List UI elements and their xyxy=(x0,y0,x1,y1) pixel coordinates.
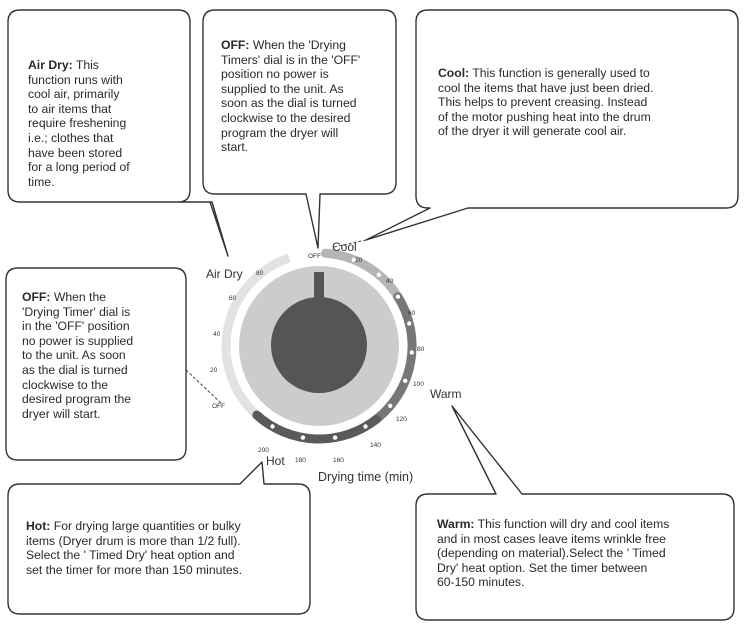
zone-label-cool: Cool xyxy=(332,240,357,254)
callout-off-top-line: clockwise to the desired xyxy=(221,110,351,125)
callout-off-left-line: 'Drying Timer' dial is xyxy=(22,304,131,319)
callout-warm-line: (depending on material).Select the ' Tim… xyxy=(437,546,666,561)
callout-off-left-line: dryer will start. xyxy=(22,406,101,421)
tick-dot xyxy=(388,403,393,408)
heat-tick-200: 200 xyxy=(258,447,269,454)
heat-tick-160: 160 xyxy=(333,457,344,464)
callout-hot-line: set the timer for more than 150 minutes. xyxy=(26,562,243,577)
callout-cool-bubble xyxy=(365,9,739,241)
callout-air-dry-line: function runs with xyxy=(28,72,123,87)
callout-off-top-line: Timers' dial is in the 'OFF' xyxy=(221,52,361,67)
callout-off-left-line: clockwise to the xyxy=(22,377,109,392)
cool-track xyxy=(321,248,403,302)
heat-tick-80: 80 xyxy=(417,346,425,353)
dial-knob[interactable] xyxy=(271,297,367,393)
callout-air-dry-line: require freshening xyxy=(28,116,127,131)
callout-cool: Cool: This function is generally used to… xyxy=(438,66,730,139)
tick-dots xyxy=(270,257,414,440)
callout-hot-line: For drying large quantities or bulky xyxy=(53,519,241,533)
callout-air-dry-line: time. xyxy=(28,174,55,189)
callout-warm-line: This function will dry and cool items xyxy=(477,517,670,531)
callout-air-dry-bubble xyxy=(7,9,229,257)
callout-warm-title: Warm: xyxy=(437,517,475,531)
air-dry-tick-40: 40 xyxy=(213,331,221,338)
callout-warm-line: and in most cases leave items wrinkle fr… xyxy=(437,531,666,546)
callout-warm-line: Dry' heat option. Set the timer between xyxy=(437,560,648,575)
heat-tick-20: 20 xyxy=(355,257,363,264)
callout-warm-line: 60-150 minutes. xyxy=(437,575,525,590)
heat-tick-120: 120 xyxy=(396,416,407,423)
air-dry-tick-20: 20 xyxy=(210,367,218,374)
callout-cool-line: cool the items that have just been dried… xyxy=(438,80,654,95)
callout-off-top-line: position no power is xyxy=(221,67,329,82)
heat-tick-140: 140 xyxy=(370,442,381,449)
callout-off-left-line: in the 'OFF' position xyxy=(22,319,130,334)
callout-air-dry-line: This xyxy=(75,58,99,72)
tick-dot xyxy=(351,257,356,262)
callout-off-top-title: OFF: xyxy=(221,38,250,52)
callout-off-left-line: no power is supplied xyxy=(22,333,134,348)
zone-label-warm: Warm xyxy=(430,387,462,401)
callout-cool-line: This helps to prevent creasing. Instead xyxy=(438,95,648,110)
drying-timer-dial[interactable] xyxy=(193,220,445,472)
callout-air-dry-line: for a long period of xyxy=(28,160,130,175)
callout-hot-line: Select the ' Timed Dry' heat option and xyxy=(26,548,235,563)
zone-label-air-dry: Air Dry xyxy=(206,267,243,281)
callout-air-dry-line: i.e.; clothes that xyxy=(28,130,114,145)
dial-caption: Drying time (min) xyxy=(318,470,413,484)
callout-cool-line: This function is generally used to xyxy=(472,66,650,80)
off-left-pointer xyxy=(185,369,223,405)
off-left-label: OFF xyxy=(212,403,225,410)
heat-tick-100: 100 xyxy=(413,381,424,388)
tick-dot xyxy=(409,350,414,355)
callout-off-top-line: supplied to the unit. As xyxy=(221,81,344,96)
callout-cool-line: of the dryer it will generate cool air. xyxy=(438,124,627,139)
callout-off-left-bubble xyxy=(5,267,187,461)
callout-hot-line: items (Dryer drum is more than 1/2 full)… xyxy=(26,533,241,548)
heat-tick-180: 180 xyxy=(295,457,306,464)
callout-off-left: OFF: When the 'Drying Timer' dial is in … xyxy=(22,290,182,421)
callout-off-top-line: soon as the dial is turned xyxy=(221,96,357,111)
air-dry-tick-80: 80 xyxy=(256,270,264,277)
tick-dot xyxy=(270,424,275,429)
callout-off-left-line: to the unit. As soon xyxy=(22,348,126,363)
tick-dot xyxy=(403,378,408,383)
callout-warm-bubble xyxy=(415,405,735,621)
cool-pointer-extra xyxy=(333,239,367,248)
callout-off-left-title: OFF: xyxy=(22,290,51,304)
callout-air-dry-line: cool air, primarily xyxy=(28,87,120,102)
tick-dot xyxy=(395,294,401,299)
callout-air-dry-title: Air Dry: xyxy=(28,58,73,72)
callout-air-dry-line: have been stored xyxy=(28,145,123,160)
off-top-label: OFF xyxy=(308,253,321,260)
callout-warm: Warm: This function will dry and cool it… xyxy=(437,517,733,590)
hot-track xyxy=(252,410,381,444)
heat-tick-60: 60 xyxy=(408,310,416,317)
air-dry-tick-60: 60 xyxy=(229,295,237,302)
callout-off-left-line: When the xyxy=(53,290,106,304)
callout-off-left-line: as the dial is turned xyxy=(22,362,128,377)
callout-air-dry-line: to air items that xyxy=(28,101,112,116)
tick-dot xyxy=(300,435,306,440)
tick-dot xyxy=(376,272,381,277)
callout-off-top-line: start. xyxy=(221,140,249,155)
callout-off-top-line: When the 'Drying xyxy=(252,38,346,52)
callout-cool-title: Cool: xyxy=(438,66,470,80)
heat-tick-40: 40 xyxy=(386,278,394,285)
callout-cool-line: of the motor pushing heat into the drum xyxy=(438,109,651,124)
callout-hot-bubble xyxy=(7,461,311,615)
callout-air-dry: Air Dry: This function runs with cool ai… xyxy=(28,58,178,189)
tick-dot xyxy=(363,424,368,429)
tick-dot xyxy=(407,321,412,326)
tick-dot xyxy=(332,435,338,440)
callout-hot-title: Hot: xyxy=(26,519,51,533)
dial-pointer xyxy=(314,272,324,320)
callout-off-top-line: program the dryer will xyxy=(221,125,339,140)
zone-label-hot: Hot xyxy=(266,454,285,468)
callout-hot: Hot: For drying large quantities or bulk… xyxy=(26,519,308,577)
callout-off-left-line: desired program the xyxy=(22,392,132,407)
callout-off-top-bubble xyxy=(202,9,397,249)
callout-off-top: OFF: When the 'Drying Timers' dial is in… xyxy=(221,38,395,155)
